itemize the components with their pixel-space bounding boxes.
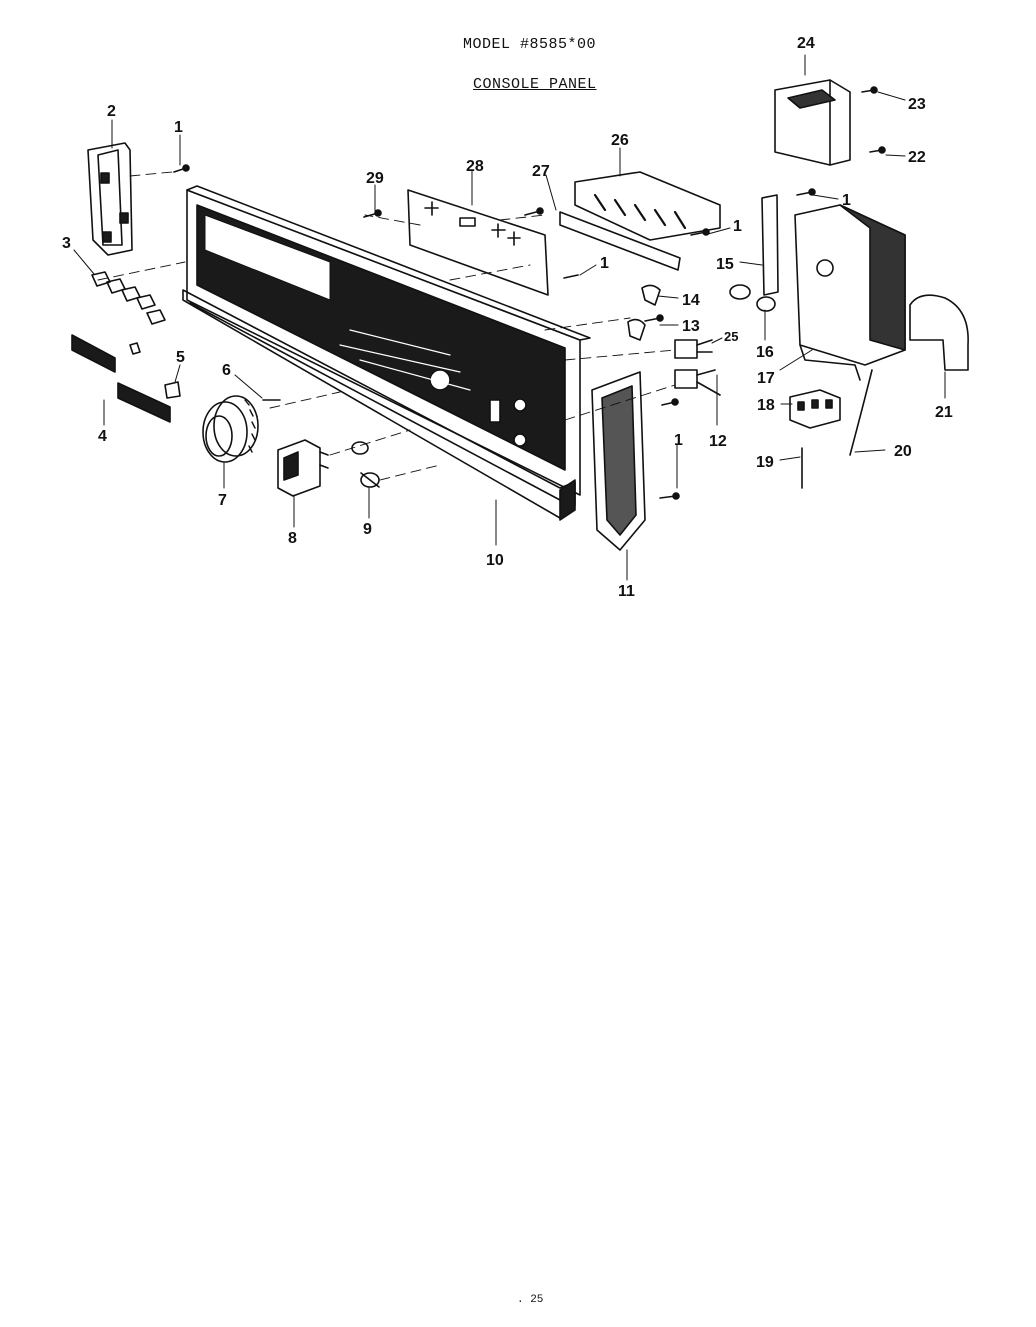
callout-labels: 1 2 3 4 5 6 7 8 9 10 11 12 13 14 15 16 1… [62,35,953,600]
callout-1: 1 [674,432,683,449]
section-title: CONSOLE PANEL [473,76,597,93]
control-housing-part [574,171,721,241]
pushbutton-set-part [91,271,166,325]
callout-8: 8 [288,530,297,547]
callout-7: 7 [218,492,227,509]
cover-shield-part [909,294,969,371]
callout-1: 1 [733,218,742,235]
clip-part [164,381,181,399]
model-title: MODEL #8585*00 [463,36,597,53]
callout-18: 18 [757,397,775,414]
timer-cover-part [774,79,851,166]
callout-12: 12 [709,433,727,450]
callout-6: 6 [222,362,231,379]
callout-5: 5 [176,349,185,366]
nameplate-part [71,334,171,423]
callout-15: 15 [716,256,734,273]
callout-16: 16 [756,344,774,361]
callout-13: 13 [682,318,700,335]
callout-27: 27 [532,163,550,180]
callout-14: 14 [682,292,700,309]
callout-24: 24 [797,35,815,52]
callout-23: 23 [908,96,926,113]
console-panel-part [182,185,591,521]
spacer-part [729,284,776,312]
callout-3: 3 [62,235,71,252]
page-number: . 25 [517,1294,544,1306]
door-switch-part [674,339,721,396]
hinge-clip-part [641,284,661,306]
mounting-plate-part [407,189,549,296]
timer-assembly-part [794,204,906,381]
leader-lines [73,54,946,581]
indicator-lens-part [351,441,380,488]
callout-11: 11 [618,583,635,600]
rocker-switch-part [277,439,329,497]
terminal-strip-part [761,194,779,296]
callout-22: 22 [908,149,926,166]
callout-20: 20 [894,443,912,460]
callout-1: 1 [600,255,609,272]
wire-lead-part [849,369,873,456]
side-grille-part [591,371,646,551]
callout-9: 9 [363,521,372,538]
callout-25: 25 [724,329,738,344]
callout-1: 1 [842,192,851,209]
control-knob-part [202,395,259,463]
connector-block-part [789,389,841,429]
callout-10: 10 [486,552,504,569]
callout-4: 4 [98,428,107,445]
callout-19: 19 [756,454,774,471]
latch-bracket-part [627,318,646,341]
callout-2: 2 [107,103,116,120]
callout-29: 29 [366,170,384,187]
screw-parts [173,86,886,500]
left-bracket-part [87,142,133,256]
callout-1: 1 [174,119,183,136]
callout-17: 17 [757,370,775,387]
mounting-rail-part [559,211,681,271]
alignment-lines [97,171,676,481]
callout-28: 28 [466,158,484,175]
callout-21: 21 [935,404,953,421]
callout-26: 26 [611,132,629,149]
